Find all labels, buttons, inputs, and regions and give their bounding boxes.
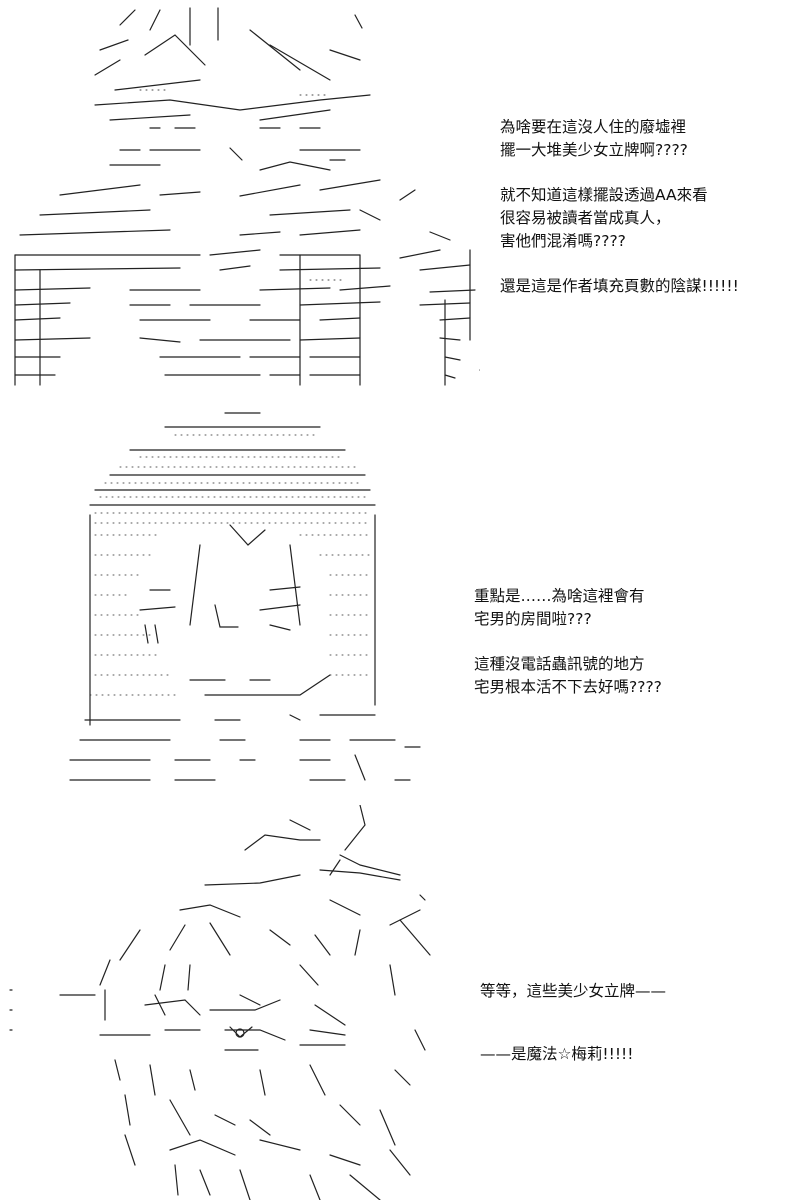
ascii-art-illustration-girl-in-hood: [0, 395, 460, 805]
dialogue-line: 重點是……為啥這裡會有: [474, 587, 645, 605]
ascii-art-illustration-girl-with-sunhat: [0, 0, 480, 395]
dialogue-line: 害他們混淆嗎????: [500, 232, 626, 250]
dialogue-line: 很容易被讀者當成真人，: [500, 209, 671, 227]
dialogue-line: 擺一大堆美少女立牌啊????: [500, 141, 688, 159]
dialogue-line: 為啥要在這沒人住的廢墟裡: [500, 118, 687, 136]
panel-1: 為啥要在這沒人住的廢墟裡 擺一大堆美少女立牌啊???? 就不知道這樣擺設透過AA…: [0, 0, 800, 395]
dialogue-line: ——是魔法☆梅莉!!!!!: [480, 1045, 634, 1063]
dialogue-text-block-2: 重點是……為啥這裡會有 宅男的房間啦??? 這種沒電話蟲訊號的地方 宅男根本活不…: [474, 585, 662, 699]
dialogue-line: 就不知道這樣擺設透過AA來看: [500, 186, 708, 204]
dialogue-text-block-3: 等等，這些美少女立牌—— ——是魔法☆梅莉!!!!!: [480, 980, 666, 1066]
panel-2: 重點是……為啥這裡會有 宅男的房間啦??? 這種沒電話蟲訊號的地方 宅男根本活不…: [0, 395, 800, 805]
dialogue-line: 等等，這些美少女立牌——: [480, 982, 667, 1000]
dialogue-text-block-1: 為啥要在這沒人住的廢墟裡 擺一大堆美少女立牌啊???? 就不知道這樣擺設透過AA…: [500, 116, 739, 298]
dialogue-line: 這種沒電話蟲訊號的地方: [474, 655, 645, 673]
dialogue-line: 宅男的房間啦???: [474, 610, 592, 628]
ascii-art-illustration-girl-surprised: [0, 805, 470, 1200]
dialogue-line: 宅男根本活不下去好嗎????: [474, 678, 662, 696]
dialogue-line: 還是這是作者填充頁數的陰謀!!!!!!: [500, 277, 739, 295]
panel-3: 等等，這些美少女立牌—— ——是魔法☆梅莉!!!!!: [0, 805, 800, 1200]
